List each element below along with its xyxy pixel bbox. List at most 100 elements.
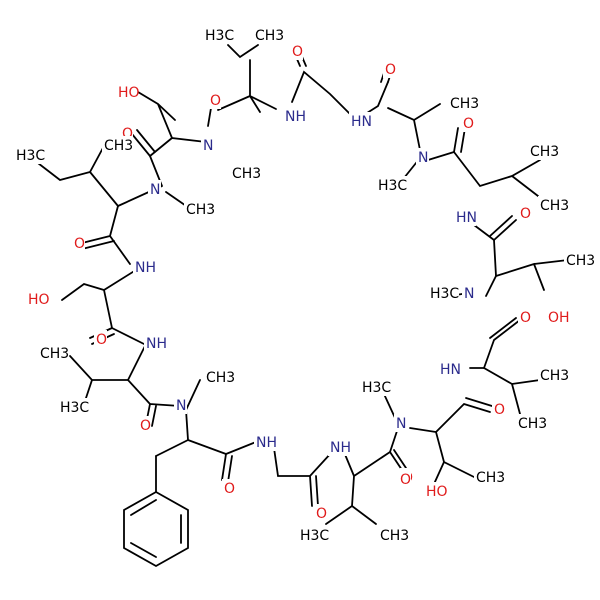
atom-label-hn-right2: HN bbox=[440, 362, 461, 378]
atom-label-backdrop bbox=[230, 164, 261, 182]
atom-label-n-me3: N bbox=[418, 150, 428, 166]
atom-label-o-e: O bbox=[74, 236, 85, 252]
atom-label-backdrop bbox=[290, 42, 303, 60]
atom-label-nh-top2: HN bbox=[351, 114, 372, 130]
atom-label-backdrop bbox=[58, 398, 89, 416]
atom-label-backdrop bbox=[222, 479, 235, 497]
atom-label-backdrop bbox=[102, 136, 133, 154]
atom-label-backdrop bbox=[538, 366, 569, 384]
atom-label-backdrop bbox=[72, 234, 85, 252]
atom-label-backdrop bbox=[38, 344, 69, 362]
atom-label-ch3-ala: CH3 bbox=[450, 96, 479, 112]
atom-label-ch3-val3a: CH3 bbox=[40, 346, 69, 362]
atom-label-backdrop bbox=[283, 107, 305, 125]
atom-label-ch3-n1: CH3 bbox=[232, 166, 261, 182]
atom-label-ch3-val4a: CH3 bbox=[540, 368, 569, 384]
atom-label-o-f: O bbox=[520, 310, 531, 326]
atom-label-backdrop bbox=[378, 526, 409, 544]
atom-label-backdrop bbox=[314, 504, 327, 522]
atom-label-backdrop bbox=[438, 360, 460, 378]
atom-label-o-top1: O bbox=[292, 44, 303, 60]
atom-label-ho-ser2: HO bbox=[28, 292, 50, 308]
atom-label-o-b: O bbox=[122, 126, 133, 142]
atom-label-backdrop bbox=[349, 112, 371, 130]
atom-label-o-h: O bbox=[494, 402, 505, 418]
atom-label-backdrop bbox=[528, 142, 559, 160]
atom-label-o-m: O bbox=[400, 472, 411, 488]
atom-label-ch3-top2: CH3 bbox=[255, 28, 284, 44]
atom-label-backdrop bbox=[518, 308, 531, 326]
atom-label-backdrop bbox=[148, 180, 161, 198]
atom-label-ch3-val5: CH3 bbox=[380, 528, 409, 544]
atom-label-backdrop bbox=[133, 258, 155, 276]
atom-label-n-me2: N bbox=[150, 182, 160, 198]
atom-label-backdrop bbox=[383, 60, 396, 78]
atom-label-backdrop bbox=[26, 290, 48, 308]
atom-label-backdrop bbox=[360, 378, 391, 396]
atom-label-nh-top1: NH bbox=[285, 109, 306, 125]
atom-label-backdrop bbox=[416, 148, 429, 166]
atom-label-backdrop bbox=[546, 308, 568, 326]
atom-label-o-a: O bbox=[210, 93, 221, 109]
atom-label-h3c-n4: H3C bbox=[430, 286, 459, 302]
atom-label-ch3-val2b: CH3 bbox=[540, 198, 569, 214]
atom-label-backdrop bbox=[204, 368, 235, 386]
atom-label-o-c: O bbox=[463, 116, 474, 132]
atom-label-n-me1: N bbox=[203, 138, 213, 154]
atom-label-ho-ser1: HO bbox=[118, 85, 140, 101]
atom-label-backdrop bbox=[398, 470, 411, 488]
atom-label-backdrop bbox=[492, 400, 505, 418]
atom-label-backdrop bbox=[174, 396, 187, 414]
atom-label-o-l: O bbox=[316, 506, 327, 522]
atom-label-h3c-val3b: H3C bbox=[60, 400, 89, 416]
atom-label-hn-right1: HN bbox=[456, 210, 477, 226]
atom-label-backdrop bbox=[253, 26, 284, 44]
atom-label-ch3-val4b: CH3 bbox=[518, 416, 547, 432]
atom-label-backdrop bbox=[254, 433, 276, 451]
atom-label-backdrop bbox=[116, 83, 138, 101]
atom-label-h3c-ile: H3C bbox=[16, 148, 45, 164]
atom-label-backdrop bbox=[203, 26, 234, 44]
bond-skeleton bbox=[33, 44, 569, 568]
atom-label-ch3-n5: CH3 bbox=[206, 370, 235, 386]
atom-label-backdrop bbox=[516, 414, 547, 432]
atom-label-n-me4: N bbox=[464, 286, 474, 302]
atom-label-ch3-ile: CH3 bbox=[104, 138, 133, 154]
atom-label-ch3-val2a: CH3 bbox=[530, 144, 559, 160]
atom-label-o-i: O bbox=[140, 418, 151, 434]
atom-label-nh-left1: NH bbox=[135, 260, 156, 276]
atom-label-backdrop bbox=[94, 330, 107, 348]
atom-label-backdrop bbox=[424, 482, 446, 500]
atom-label-ch3-thr2: CH3 bbox=[476, 470, 505, 486]
atom-label-backdrop bbox=[328, 438, 350, 456]
atom-label-backdrop bbox=[144, 334, 166, 352]
atom-label-h3c-n6: H3C bbox=[362, 380, 391, 396]
atom-label-backdrop bbox=[461, 114, 474, 132]
atom-label-nh-bot1: NH bbox=[256, 435, 277, 451]
atom-label-backdrop bbox=[454, 208, 476, 226]
atom-label-backdrop bbox=[201, 136, 214, 154]
atom-label-backdrop bbox=[298, 526, 329, 544]
atom-label-h3c-n3: H3C bbox=[378, 178, 407, 194]
atom-label-ho-thr2: HO bbox=[426, 484, 448, 500]
atom-label-oh-thr1: OH bbox=[548, 310, 570, 326]
atom-label-o-top2: O bbox=[385, 62, 396, 78]
atom-label-backdrop bbox=[376, 176, 407, 194]
atom-label-nh-left2: NH bbox=[146, 336, 167, 352]
atom-label-backdrop bbox=[448, 94, 479, 112]
atom-label-backdrop bbox=[138, 416, 151, 434]
atom-label-nh-bot2: NH bbox=[330, 440, 351, 456]
atom-label-backdrop bbox=[462, 284, 475, 302]
atom-label-backdrop bbox=[184, 200, 215, 218]
atom-label-backdrop bbox=[518, 204, 531, 222]
atom-label-backdrop bbox=[538, 196, 569, 214]
atom-label-h3c-val5: H3C bbox=[300, 528, 329, 544]
atom-label-o-d: O bbox=[520, 206, 531, 222]
atom-label-n-me6: N bbox=[396, 416, 406, 432]
atom-label-backdrop bbox=[14, 146, 45, 164]
atom-label-backdrop bbox=[564, 251, 595, 269]
atom-label-backdrop bbox=[394, 414, 407, 432]
atom-label-o-k: O bbox=[224, 481, 235, 497]
